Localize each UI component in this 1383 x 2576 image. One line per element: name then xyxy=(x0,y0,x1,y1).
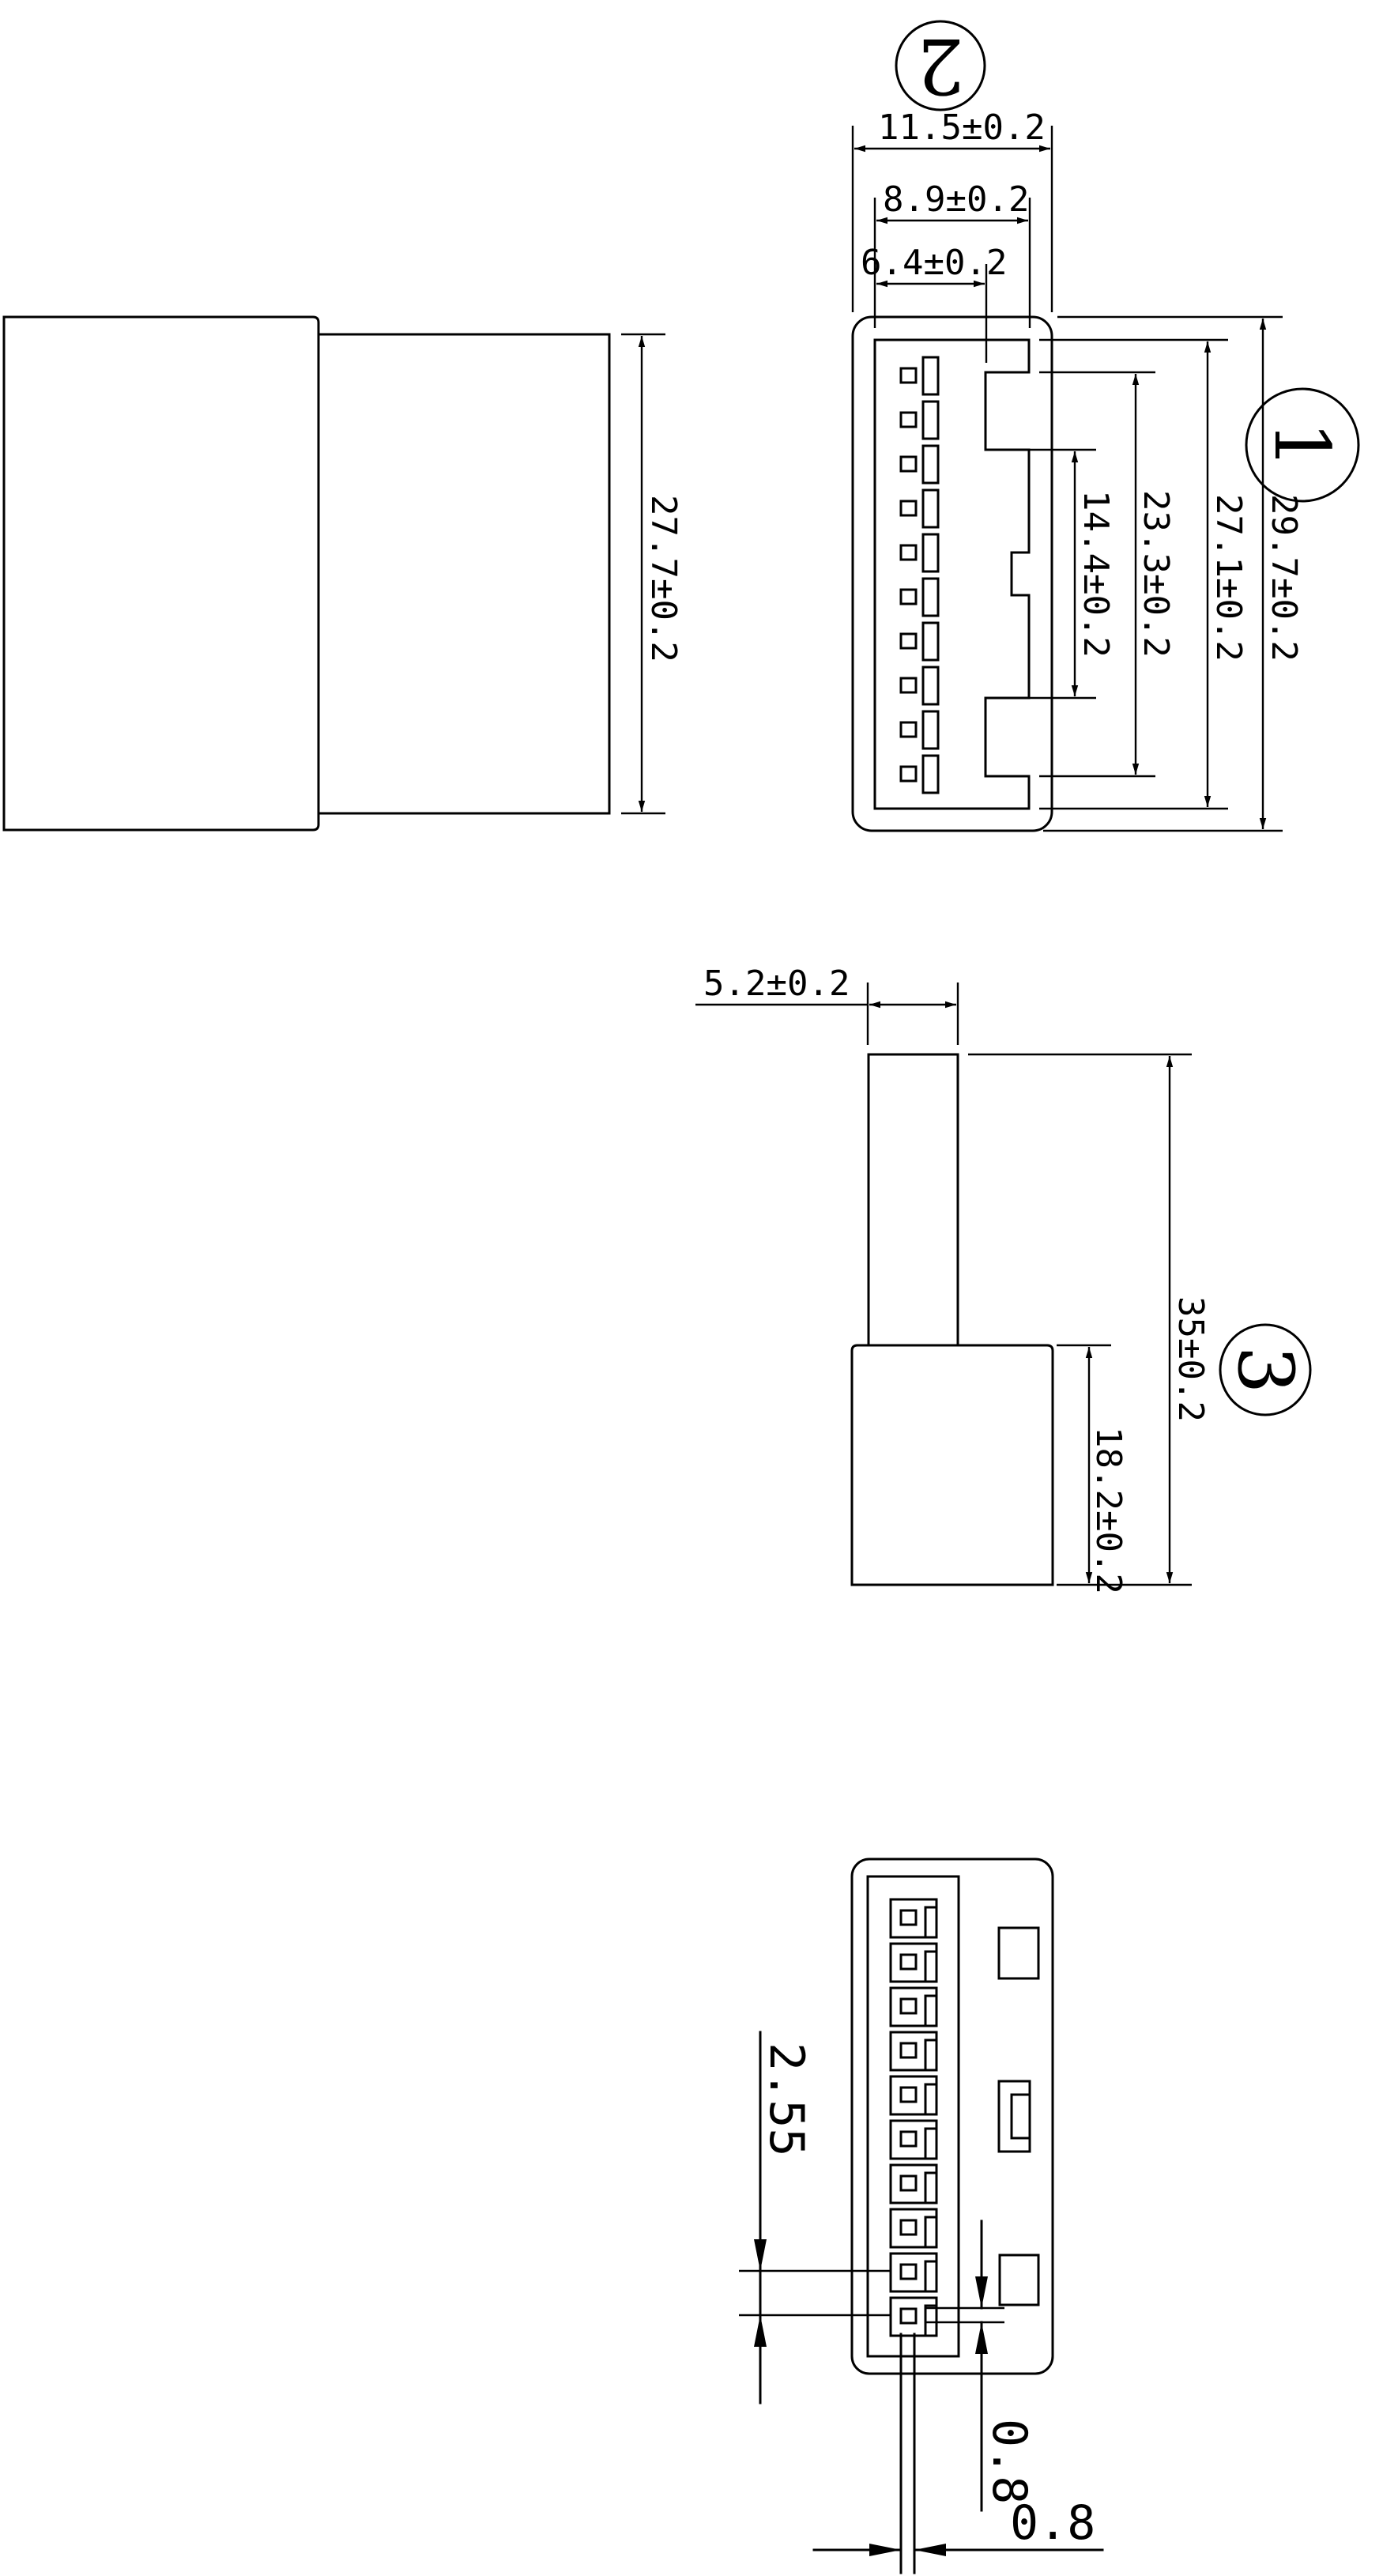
dim-label-27-7: 27.7±0.2 xyxy=(643,495,684,662)
pin-contact xyxy=(921,621,940,662)
dim-label-11-5: 11.5±0.2 xyxy=(878,107,1046,148)
pin-contact xyxy=(921,488,940,529)
front-pin xyxy=(899,400,940,440)
bottom-pin-cell xyxy=(889,2031,938,2072)
bottom-pin-cell xyxy=(889,1898,938,1939)
front-pin xyxy=(899,488,940,529)
bottom-pin-cell xyxy=(889,2208,938,2249)
bottom-view-lower-slot xyxy=(998,2254,1040,2306)
pin-hole xyxy=(899,765,918,783)
callout-circle-2 xyxy=(895,20,986,111)
bottom-pin-cell xyxy=(889,2119,938,2160)
bottom-pin-cell xyxy=(889,2252,938,2293)
bottom-pin-cell xyxy=(889,2163,938,2204)
dim-label-23-3: 23.3±0.2 xyxy=(1136,490,1176,658)
callout-label-3: 3 xyxy=(1221,1345,1310,1394)
dim-label-18-2: 18.2±0.2 xyxy=(1088,1427,1129,1594)
front-pin xyxy=(899,444,940,485)
pin-contact xyxy=(921,710,940,750)
top-view-neck xyxy=(867,1053,959,1347)
front-pin xyxy=(899,666,940,706)
dim-label-27-1: 27.1±0.2 xyxy=(1208,494,1249,662)
callout-circle-1 xyxy=(1245,387,1360,503)
pin-hole xyxy=(899,588,918,605)
pin-hole xyxy=(899,455,918,473)
bottom-pin-cell xyxy=(889,2296,938,2337)
dim-label-2-55: 2.55 xyxy=(759,2042,814,2157)
bottom-view-housing xyxy=(850,1858,1054,2375)
pin-contact xyxy=(921,754,940,794)
pin-hole xyxy=(899,500,918,517)
pin-contact xyxy=(921,444,940,485)
bottom-pin-cell xyxy=(889,2075,938,2116)
front-pin xyxy=(899,710,940,750)
pin-contact xyxy=(921,577,940,617)
bottom-pin-cell xyxy=(889,1986,938,2027)
pin-hole xyxy=(899,544,918,561)
bottom-view-latch-slot xyxy=(997,2080,1031,2153)
side-view: 27.7±0.2 xyxy=(2,315,684,832)
front-view-housing xyxy=(851,315,1053,832)
dim-label-5-2: 5.2±0.2 xyxy=(703,964,850,1004)
callout-label-1: 1 xyxy=(1257,421,1346,469)
front-pin xyxy=(899,621,940,662)
pin-hole xyxy=(899,721,918,738)
pin-hole xyxy=(899,632,918,650)
front-view-pins xyxy=(899,356,940,794)
dim-label-0-8-wire: 0.8 xyxy=(1010,2495,1095,2551)
pin-hole xyxy=(899,367,918,384)
callout-circle-3 xyxy=(1219,1323,1312,1416)
side-view-body xyxy=(2,315,320,832)
bottom-view-pin-block xyxy=(866,1875,960,2358)
front-pin xyxy=(899,754,940,794)
front-view: 2 11.5±0.2 8.9±0.2 6.4±0.2 xyxy=(851,20,1360,832)
callout-label-2: 2 xyxy=(916,21,964,110)
front-view-cavity xyxy=(873,338,1031,810)
bottom-view-upper-slot xyxy=(997,1926,1040,1980)
pin-hole xyxy=(899,411,918,428)
front-pin xyxy=(899,577,940,617)
top-view: 5.2±0.2 35±0.2 18.2±0.2 3 xyxy=(695,964,1312,1594)
front-pin xyxy=(899,356,940,396)
dim-label-14-4: 14.4±0.2 xyxy=(1076,490,1116,658)
dim-label-0-8-offset: 0.8 xyxy=(982,2419,1037,2504)
top-view-body xyxy=(850,1344,1054,1586)
pin-contact xyxy=(921,356,940,396)
bottom-view-pins xyxy=(889,1898,938,2337)
bottom-pin-cell xyxy=(889,1942,938,1983)
pin-contact xyxy=(921,533,940,573)
front-pin xyxy=(899,533,940,573)
pin-hole xyxy=(899,677,918,694)
dim-label-8-9: 8.9±0.2 xyxy=(883,179,1029,220)
side-view-plug xyxy=(317,333,611,815)
dim-label-35: 35±0.2 xyxy=(1170,1296,1211,1422)
pin-contact xyxy=(921,666,940,706)
bottom-view: 2.55 0.8 0.8 xyxy=(739,1858,1104,2574)
pin-contact xyxy=(921,400,940,440)
dim-label-29-7: 29.7±0.2 xyxy=(1264,494,1304,662)
dim-label-6-4: 6.4±0.2 xyxy=(861,243,1007,283)
